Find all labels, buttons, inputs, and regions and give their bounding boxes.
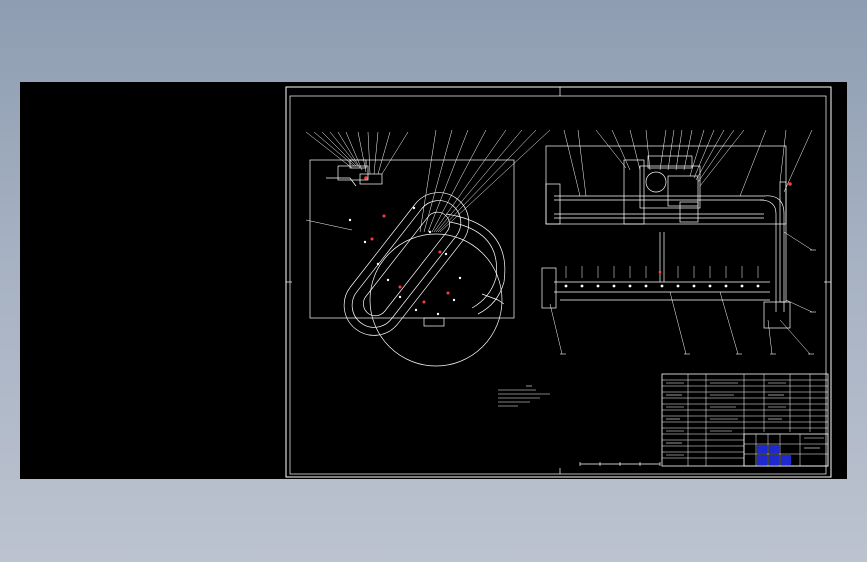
scale-ticks (579, 462, 661, 466)
side-view (305, 129, 551, 367)
cad-viewport[interactable] (20, 82, 847, 479)
inner-border (289, 95, 827, 475)
drawing-sheet (285, 86, 832, 478)
technical-notes (498, 385, 550, 407)
parts-list-table (661, 373, 829, 467)
title-block-highlight (757, 445, 791, 465)
parts-rows (662, 379, 828, 459)
front-view (541, 129, 816, 355)
